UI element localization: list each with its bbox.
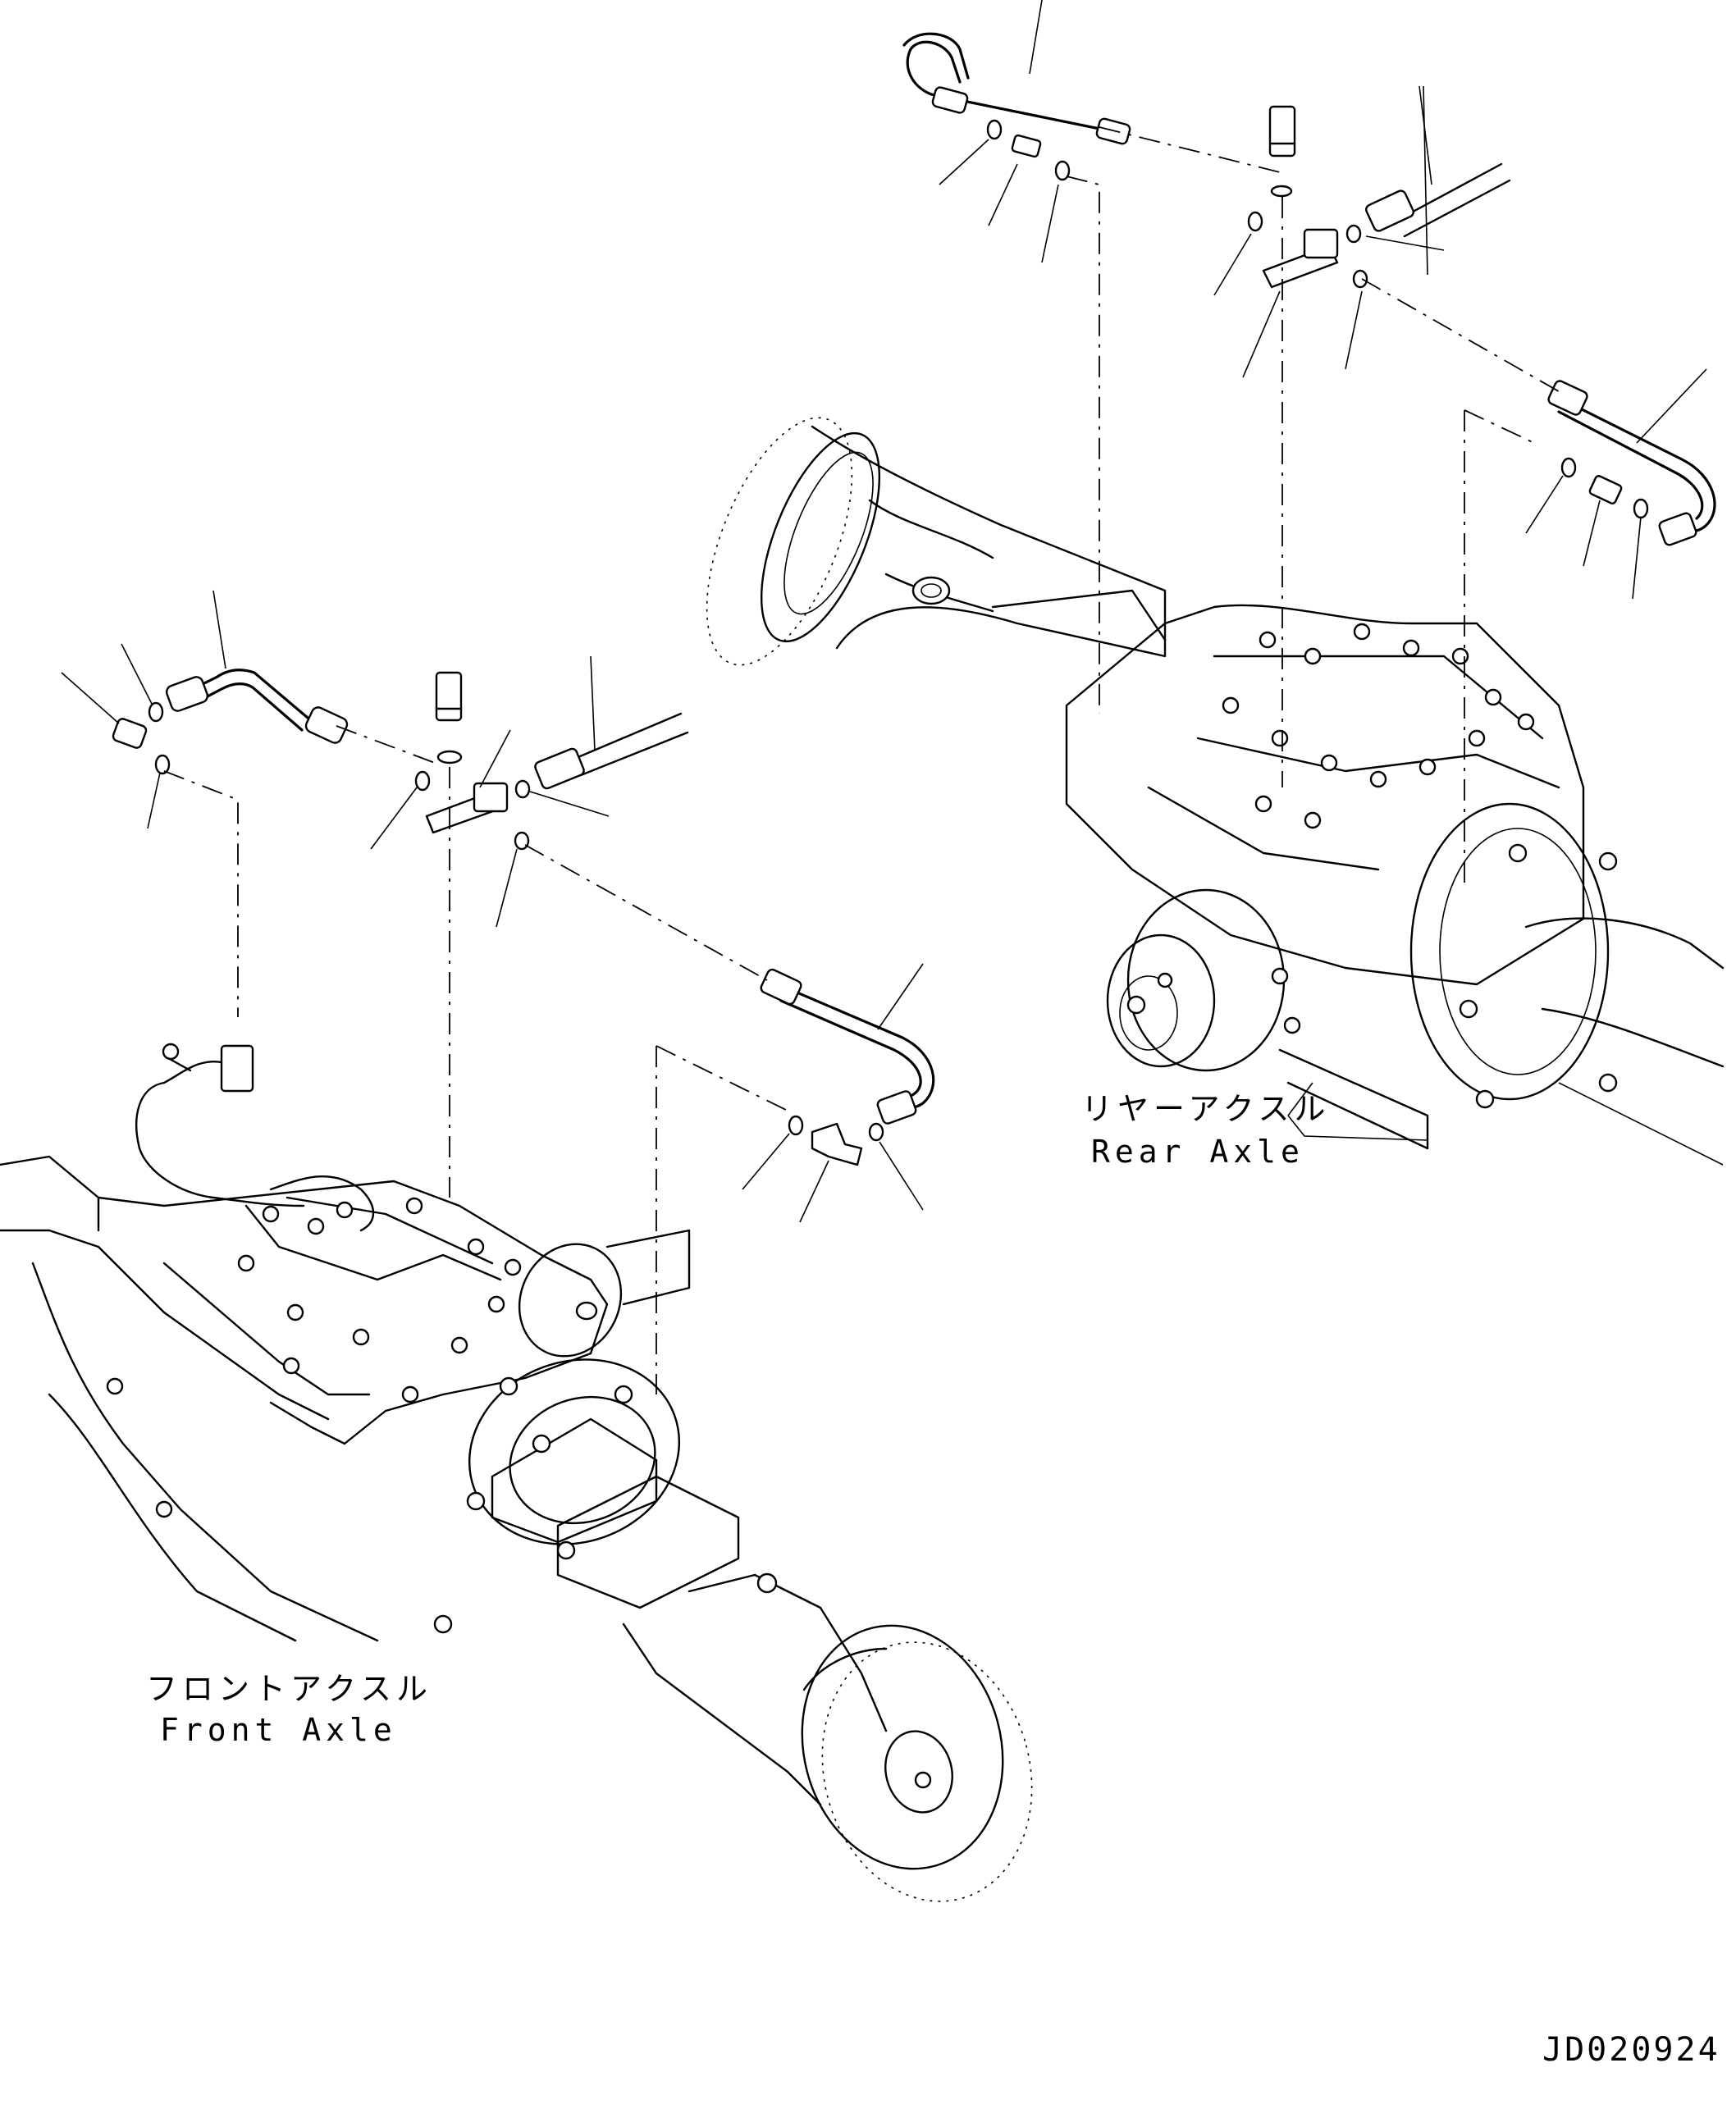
front-axle-assembly: フロントアクスル Front Axle	[0, 590, 1033, 1902]
rear-axle-label-jp: リヤーアクスル	[1081, 1091, 1330, 1127]
front-cover-bolts	[106, 1197, 522, 1518]
rear-differential-housing	[1065, 604, 1585, 986]
front-input-flange	[433, 1358, 740, 1634]
front-axle-tube	[622, 1572, 888, 1806]
front-axle-label-en: Front Axle	[160, 1712, 397, 1748]
front-axle-label: フロントアクスル Front Axle	[146, 1671, 432, 1748]
rear-fittings-left	[939, 119, 1071, 263]
rear-axle-assembly: リヤーアクスル Rear Axle	[706, 0, 1725, 1170]
drawing-code: JD020924	[1542, 2031, 1720, 2069]
rear-hose	[1365, 85, 1511, 276]
front-axle-label-jp: フロントアクスル	[146, 1671, 432, 1707]
rear-axle-label-en: Rear Axle	[1091, 1134, 1304, 1170]
front-center-lines	[163, 725, 790, 1394]
front-tee-bracket	[370, 671, 610, 928]
front-brake-pipe-lower	[742, 963, 935, 1223]
rear-cover-bolts	[1222, 623, 1535, 829]
rear-axle-hub-flange	[706, 417, 881, 666]
rear-center-lines	[1066, 126, 1564, 886]
rear-axle-tube	[811, 425, 1167, 658]
front-differential-housing	[0, 1155, 691, 1642]
rear-brake-pipe-upper	[902, 0, 1131, 145]
front-brake-pipe-upper	[61, 590, 349, 829]
front-hub-flange	[801, 1624, 1033, 1902]
front-wire-harness	[135, 1043, 375, 1232]
rear-brake-pipe-lower	[1525, 368, 1716, 600]
rear-right-tube	[1278, 802, 1725, 1166]
front-hose	[534, 655, 689, 790]
rear-axle-label: リヤーアクスル Rear Axle	[1081, 1082, 1428, 1170]
rear-tee-bracket	[1213, 105, 1445, 378]
rear-input-flange	[1106, 888, 1301, 1072]
